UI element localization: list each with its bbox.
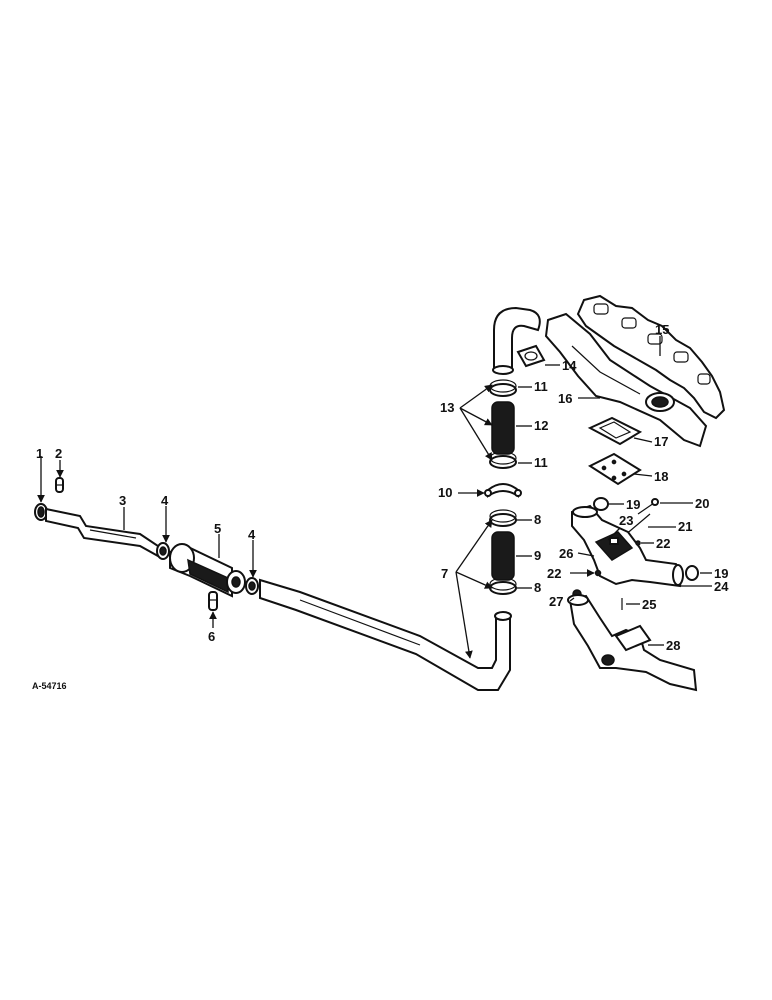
clamp-ring-8-upper bbox=[489, 509, 517, 527]
callout-27: 27 bbox=[549, 594, 563, 609]
callout-2: 2 bbox=[55, 446, 62, 461]
callout-12: 12 bbox=[534, 418, 548, 433]
manifold-gasket-15 bbox=[576, 294, 726, 420]
elbow-pipe bbox=[492, 306, 541, 375]
callout-11-upper: 11 bbox=[534, 379, 548, 394]
callout-3: 3 bbox=[119, 493, 126, 508]
callout-4-right: 4 bbox=[248, 527, 256, 542]
callout-14: 14 bbox=[562, 358, 577, 373]
callout-4-left: 4 bbox=[161, 493, 169, 508]
tail-pipe bbox=[45, 507, 159, 558]
flex-hose-9 bbox=[491, 531, 515, 581]
callout-8-lower: 8 bbox=[534, 580, 541, 595]
leader-23 bbox=[607, 527, 621, 541]
exhaust-manifold-28 bbox=[567, 594, 698, 692]
callout-13: 13 bbox=[440, 400, 454, 415]
callout-19-lower: 19 bbox=[714, 566, 728, 581]
clamp-ring-11-upper bbox=[489, 379, 517, 397]
reference-code: A-54716 bbox=[32, 681, 67, 691]
leader-13c bbox=[459, 407, 493, 461]
callout-1: 1 bbox=[36, 446, 43, 461]
callout-16: 16 bbox=[558, 391, 572, 406]
u-clamp-10 bbox=[484, 483, 522, 498]
leader-7c bbox=[455, 571, 473, 659]
seal-ring-19-upper bbox=[593, 497, 609, 511]
leader-13b bbox=[459, 407, 493, 426]
cover-plate-18 bbox=[587, 452, 642, 486]
leader-7b bbox=[455, 571, 493, 589]
callout-17: 17 bbox=[654, 434, 668, 449]
callout-18: 18 bbox=[654, 469, 668, 484]
callout-26: 26 bbox=[559, 546, 573, 561]
callout-20: 20 bbox=[695, 496, 709, 511]
callout-22-lower: 22 bbox=[547, 566, 561, 581]
callout-15: 15 bbox=[655, 322, 669, 337]
exhaust-pipe bbox=[259, 578, 512, 691]
muffler-clamp-left bbox=[156, 542, 170, 560]
callout-25: 25 bbox=[642, 597, 656, 612]
tail-clamp bbox=[55, 477, 64, 493]
stud-22-lower bbox=[594, 569, 602, 577]
leader-17 bbox=[633, 437, 653, 443]
stud-22-upper bbox=[635, 540, 641, 546]
stud-20 bbox=[637, 498, 659, 515]
callout-19-upper: 19 bbox=[626, 497, 640, 512]
muffler-hanger bbox=[208, 591, 218, 611]
muffler bbox=[169, 543, 246, 598]
flex-hose-12 bbox=[491, 401, 515, 455]
callout-9: 9 bbox=[534, 548, 541, 563]
callout-21: 21 bbox=[678, 519, 692, 534]
leader-18 bbox=[633, 473, 653, 477]
callout-28: 28 bbox=[666, 638, 680, 653]
callout-10: 10 bbox=[438, 485, 452, 500]
muffler-clamp-right bbox=[245, 577, 259, 595]
callout-5: 5 bbox=[214, 521, 221, 536]
callout-24: 24 bbox=[714, 579, 729, 594]
leader-13a bbox=[459, 384, 493, 409]
leader-27 bbox=[569, 597, 575, 602]
gasket-17 bbox=[587, 416, 643, 446]
callout-11-lower: 11 bbox=[534, 455, 548, 470]
leader-26 bbox=[577, 552, 595, 557]
exhaust-manifold-16 bbox=[544, 312, 708, 448]
callout-6: 6 bbox=[208, 629, 215, 644]
callout-23: 23 bbox=[619, 513, 633, 528]
seal-ring-19-lower bbox=[685, 565, 699, 581]
leader-7a bbox=[455, 519, 493, 573]
gasket-14 bbox=[516, 344, 546, 368]
callout-7: 7 bbox=[441, 566, 448, 581]
callout-22-upper: 22 bbox=[656, 536, 670, 551]
callout-8-upper: 8 bbox=[534, 512, 541, 527]
